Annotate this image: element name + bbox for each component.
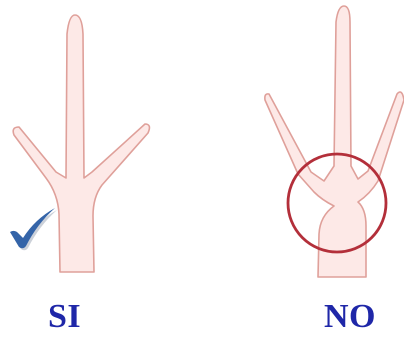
label-correct: SI: [48, 300, 81, 334]
check-icon: [10, 208, 57, 250]
wrong-branch-shape: [265, 6, 404, 277]
label-wrong: NO: [324, 300, 376, 334]
